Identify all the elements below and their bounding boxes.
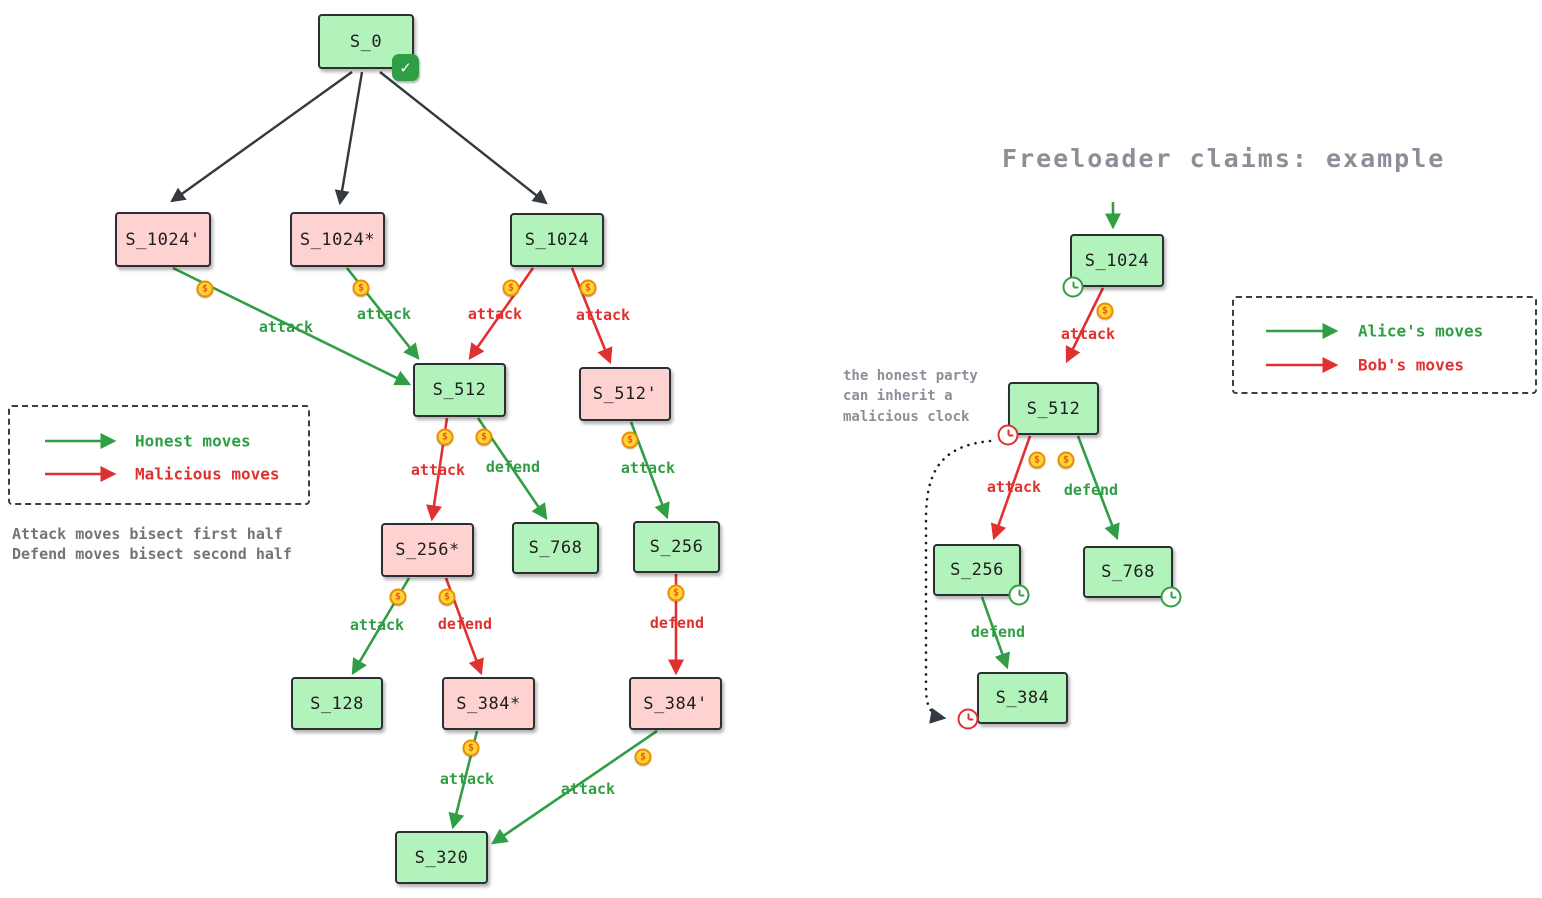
edge-s1024-s512prime	[570, 267, 613, 365]
edge-label-attack: attack	[356, 305, 412, 323]
edge-label-attack: attack	[986, 478, 1042, 496]
coin-icon: $	[1057, 451, 1075, 469]
edge-label-defend: defend	[485, 458, 541, 476]
node-s256: S_256	[633, 521, 720, 573]
legend-label-alice-moves: Alice's moves	[1358, 321, 1484, 341]
coin-icon: $	[436, 428, 454, 446]
node-s512-prime: S_512'	[579, 367, 671, 421]
edge-label-attack: attack	[1060, 325, 1116, 343]
node-s768: S_768	[512, 522, 599, 574]
node-s384-star: S_384*	[442, 677, 535, 730]
annotation-line2: can inherit a	[843, 388, 953, 405]
edge-label-defend: defend	[970, 623, 1026, 641]
clock-icon-red	[997, 424, 1019, 446]
coin-icon: $	[352, 279, 370, 297]
edge-r-s1024-s512	[1065, 287, 1105, 364]
inherit-clock-annotation: the honest party can inherit a malicious…	[843, 366, 978, 427]
annotation-line3: malicious clock	[843, 408, 970, 425]
edge-label-attack: attack	[410, 461, 466, 479]
node-s1024-prime: S_1024'	[115, 212, 211, 267]
edge-r-s512-s256	[990, 435, 1032, 541]
bisect-note-line1: Attack moves bisect first half	[12, 525, 283, 543]
edge-label-attack: attack	[620, 459, 676, 477]
coin-icon: $	[475, 428, 493, 446]
node-r-s256: S_256	[933, 544, 1021, 596]
legend-box-right	[1232, 296, 1537, 394]
legend-label-honest-moves: Honest moves	[135, 431, 251, 451]
edge-label-attack: attack	[575, 306, 631, 324]
node-s256-star: S_256*	[381, 523, 474, 577]
checkmark-badge-icon: ✓	[392, 54, 419, 81]
legend-box-left	[8, 405, 310, 505]
node-r-s1024: S_1024	[1070, 234, 1164, 287]
coin-icon: $	[196, 280, 214, 298]
edge-label-defend: defend	[1063, 481, 1119, 499]
coin-icon: $	[621, 431, 639, 449]
node-s1024: S_1024	[510, 213, 604, 267]
legend-label-malicious-moves: Malicious moves	[135, 464, 280, 484]
edge-label-attack: attack	[349, 616, 405, 634]
edge-s0-s1024star	[334, 71, 364, 206]
coin-icon: $	[462, 739, 480, 757]
edge-s0-s1024	[379, 71, 548, 205]
edge-label-attack: attack	[258, 318, 314, 336]
node-s384-prime: S_384'	[629, 677, 722, 730]
annotation-line1: the honest party	[843, 368, 978, 384]
coin-icon: $	[438, 588, 456, 606]
coin-icon: $	[502, 279, 520, 297]
clock-icon-green	[1062, 276, 1084, 298]
edge-label-attack: attack	[560, 780, 616, 798]
coin-icon: $	[634, 748, 652, 766]
clock-inherit-dotted-path	[924, 439, 992, 724]
edge-s384prime-s320	[491, 729, 658, 845]
coin-icon: $	[1028, 451, 1046, 469]
node-s128: S_128	[291, 677, 383, 730]
edge-label-defend: defend	[437, 615, 493, 633]
node-s1024-star: S_1024*	[290, 212, 385, 267]
coin-icon: $	[667, 584, 685, 602]
bisect-note-line2: Defend moves bisect second half	[12, 545, 292, 564]
node-s320: S_320	[395, 831, 488, 884]
node-r-s512: S_512	[1008, 382, 1099, 435]
edge-s1024-s512	[468, 267, 535, 360]
freeloader-title: Freeloader claims: example	[1002, 144, 1446, 173]
edge-s0-s1024prime	[170, 71, 353, 203]
clock-icon-green	[1160, 586, 1182, 608]
coin-icon: $	[389, 588, 407, 606]
edge-r-s512-s768	[1076, 435, 1120, 541]
clock-icon-green	[1008, 584, 1030, 606]
node-r-s384: S_384	[977, 672, 1068, 724]
edge-r-s256-s384	[980, 596, 1010, 670]
bisect-note: Attack moves bisect first half Defend mo…	[12, 524, 292, 565]
legend-label-bob-moves: Bob's moves	[1358, 355, 1464, 375]
node-s512: S_512	[413, 363, 506, 417]
node-r-s768: S_768	[1083, 546, 1173, 598]
edge-label-defend: defend	[649, 614, 705, 632]
edge-label-attack: attack	[467, 305, 523, 323]
coin-icon: $	[579, 279, 597, 297]
edge-label-attack: attack	[439, 770, 495, 788]
clock-icon-red	[957, 708, 979, 730]
coin-icon: $	[1096, 302, 1114, 320]
